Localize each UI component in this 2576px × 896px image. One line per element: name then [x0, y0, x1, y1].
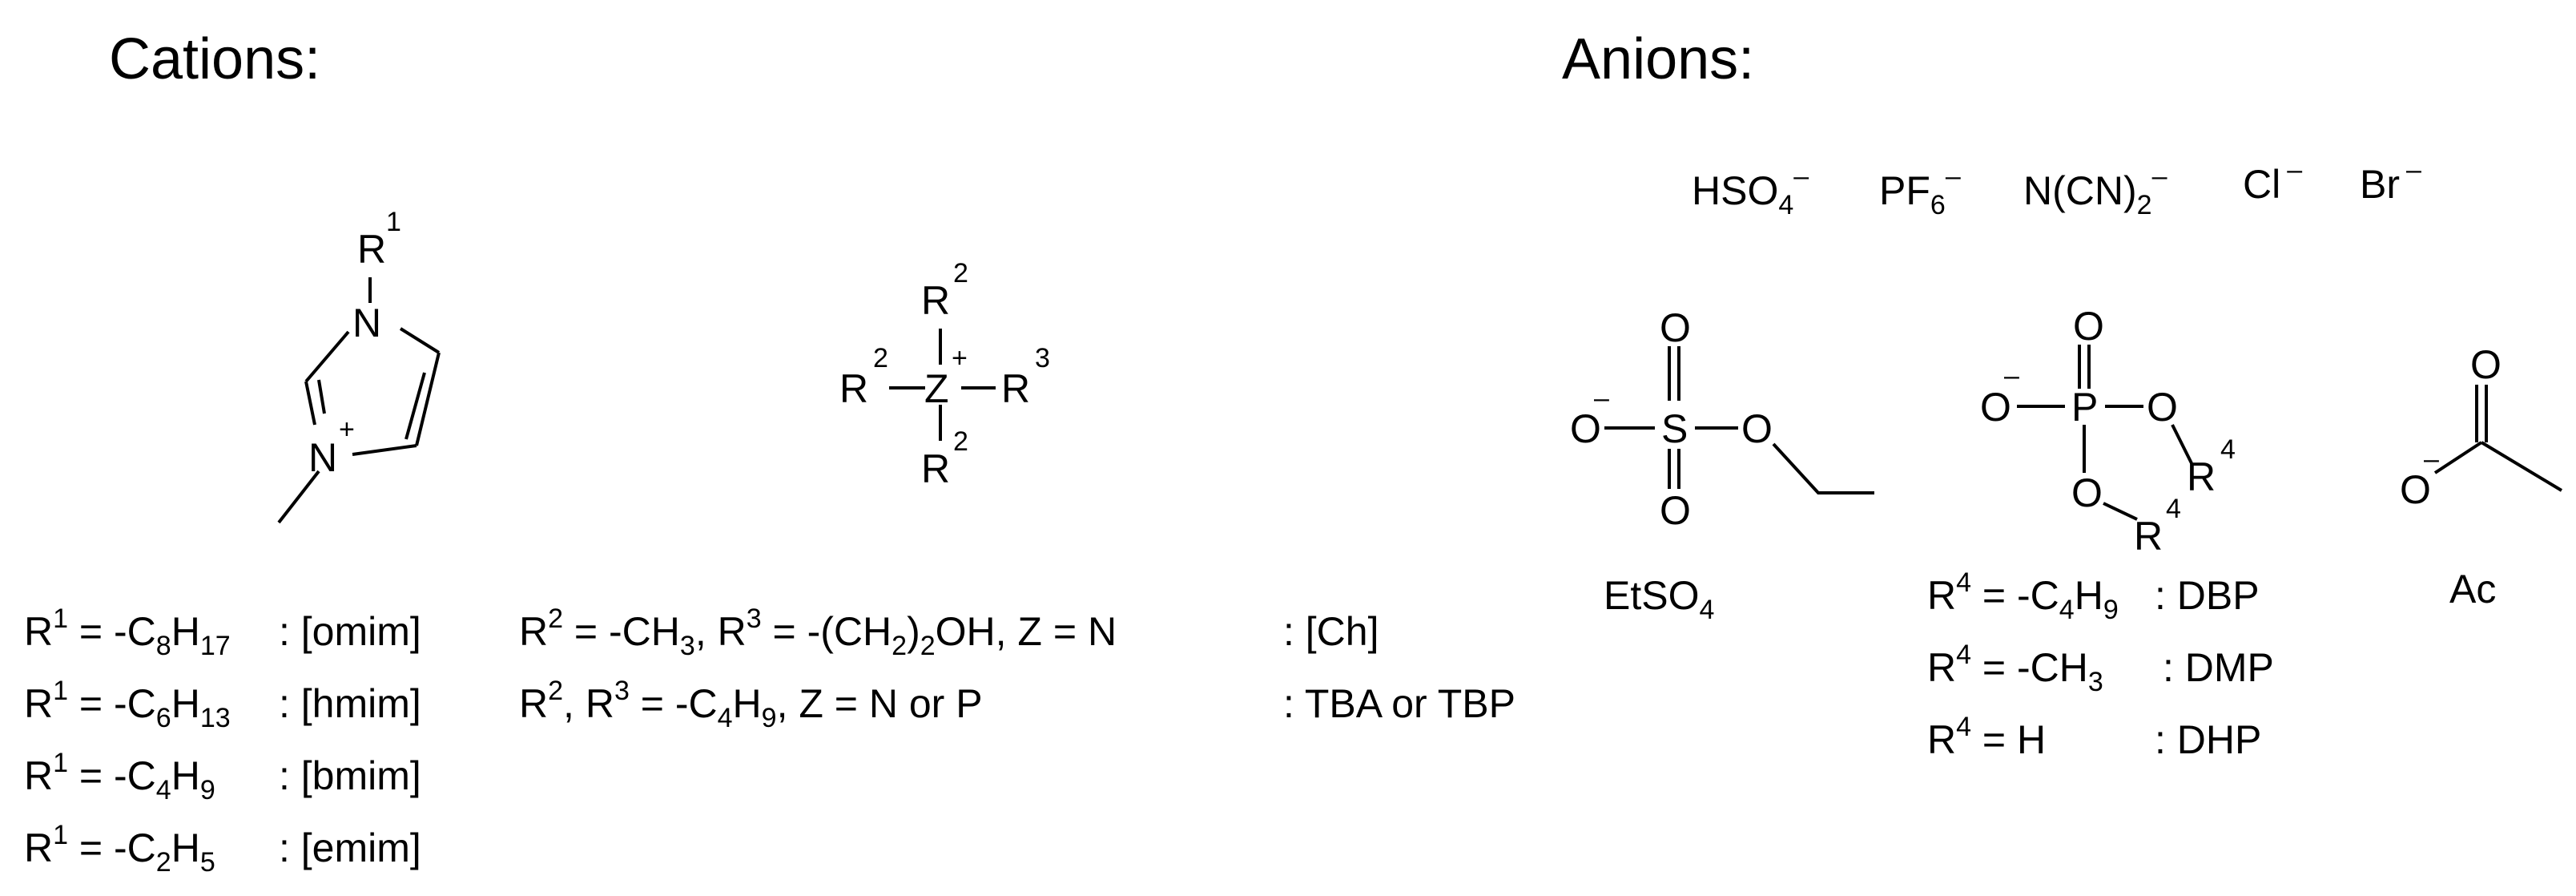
anion-dicyanamide: N(CN)2–: [2023, 161, 2167, 220]
imidazolium-bonds: [277, 277, 441, 524]
imidazolium-row-bmim: R1 = -C4H9: [24, 748, 215, 805]
quaternary-plus-charge: +: [952, 343, 968, 373]
anion-chloride: Cl–: [2243, 155, 2302, 207]
imidazolium-row-hmim: R1 = -C6H13: [24, 676, 231, 733]
anion-bromide: Br–: [2360, 155, 2421, 207]
phosphate-row-dhp: R4 = H: [1927, 712, 2046, 762]
quaternary-row-ch: R2 = -CH3, R3 = -(CH2)2OH, Z = N: [519, 603, 1117, 661]
ethylsulfate-o-ester: O: [1741, 406, 1773, 451]
phosphate-r-right-sup: 4: [2220, 434, 2236, 465]
quaternary-bottom-r: R: [921, 446, 950, 491]
quaternary-bonds: [889, 329, 996, 441]
imidazolium-row-omim: R1 = -C8H17: [24, 603, 231, 661]
imidazolium-n3-atom: N: [308, 435, 337, 480]
quaternary-top-r: R: [921, 278, 950, 323]
phosphate-o-minus: O: [1980, 385, 2011, 430]
imidazolium-r1-sup: 1: [386, 207, 401, 237]
cations-heading: Cations:: [109, 27, 320, 91]
imidazolium-structure: R 1 N N +: [277, 207, 441, 524]
quaternary-left-r-sup: 2: [873, 343, 888, 373]
ethylsulfate-name: EtSO4: [1604, 573, 1714, 625]
imidazolium-plus-charge: +: [339, 414, 355, 445]
ethylsulfate-minus-charge: –: [1594, 383, 1609, 414]
phosphate-r-lower-sup: 4: [2166, 494, 2181, 524]
imidazolium-legend: R1 = -C8H17 : [omim] R1 = -C6H13 : [hmim…: [24, 603, 421, 878]
phosphate-o-right: O: [2147, 385, 2178, 430]
phosphate-r-right: R: [2187, 454, 2216, 499]
quaternary-row-tba: R2, R3 = -C4H9, Z = N or P: [519, 676, 983, 733]
imidazolium-r1-atom: R: [357, 227, 386, 272]
quaternary-right-r-sup: 3: [1035, 343, 1050, 373]
anion-pf6: PF6–: [1879, 161, 1961, 220]
phosphate-legend: R4 = -C4H9 : DBP R4 = -CH3 : DMP R4 = H …: [1927, 567, 2274, 762]
phosphate-row-dbp: R4 = -C4H9: [1927, 567, 2119, 625]
quaternary-bottom-r-sup: 2: [953, 426, 968, 457]
phosphate-abbr-dbp: : DBP: [2155, 573, 2260, 618]
anions-heading: Anions:: [1562, 27, 1754, 91]
acetate-bonds: [2433, 385, 2563, 492]
imidazolium-abbr-emim: : [emim]: [279, 825, 421, 870]
phosphate-o-top: O: [2073, 304, 2104, 349]
phosphate-structure: O O – P O O R 4 R 4: [1980, 304, 2236, 559]
quaternary-z-atom: Z: [924, 366, 949, 411]
phosphate-minus-charge: –: [2004, 361, 2019, 391]
quaternary-right-r: R: [1001, 366, 1030, 411]
imidazolium-abbr-bmim: : [bmim]: [279, 753, 421, 798]
quaternary-top-r-sup: 2: [953, 258, 968, 289]
imidazolium-abbr-omim: : [omim]: [279, 609, 421, 654]
simple-anions-row: HSO4– PF6– N(CN)2– Cl– Br–: [1692, 155, 2421, 220]
ethylsulfate-o-minus: O: [1570, 406, 1601, 451]
ethylsulfate-o-top: O: [1660, 305, 1691, 350]
acetate-o-top: O: [2470, 342, 2502, 387]
phosphate-abbr-dhp: : DHP: [2155, 717, 2261, 762]
imidazolium-n1-atom: N: [352, 301, 381, 345]
quaternary-abbr-ch: : [Ch]: [1283, 609, 1379, 654]
phosphate-p-atom: P: [2071, 385, 2098, 430]
quaternary-cation-structure: R 2 R 2 Z + R 3 R 2: [839, 258, 1050, 491]
quaternary-abbr-tba: : TBA or TBP: [1283, 681, 1515, 726]
phosphate-r-lower: R: [2134, 514, 2163, 559]
acetate-name: Ac: [2449, 567, 2496, 611]
acetate-o-minus: O: [2400, 467, 2431, 512]
acetate-structure: O O – Ac: [2400, 342, 2563, 611]
phosphate-abbr-dmp: : DMP: [2163, 645, 2274, 690]
imidazolium-row-emim: R1 = -C2H5: [24, 820, 215, 878]
ethylsulfate-bonds: [1604, 346, 1874, 494]
ethylsulfate-s-atom: S: [1661, 406, 1688, 451]
acetate-minus-charge: –: [2424, 444, 2439, 474]
phosphate-o-lower: O: [2071, 470, 2103, 515]
phosphate-row-dmp: R4 = -CH3: [1927, 640, 2103, 697]
ethylsulfate-o-bottom: O: [1660, 488, 1691, 533]
phosphate-bonds: [2017, 345, 2193, 521]
ethylsulfate-structure: O O – S O O EtSO4: [1570, 305, 1874, 625]
anion-hso4: HSO4–: [1692, 161, 1809, 220]
quaternary-left-r: R: [839, 366, 868, 411]
quaternary-legend: R2 = -CH3, R3 = -(CH2)2OH, Z = N : [Ch] …: [519, 603, 1515, 733]
imidazolium-abbr-hmim: : [hmim]: [279, 681, 421, 726]
